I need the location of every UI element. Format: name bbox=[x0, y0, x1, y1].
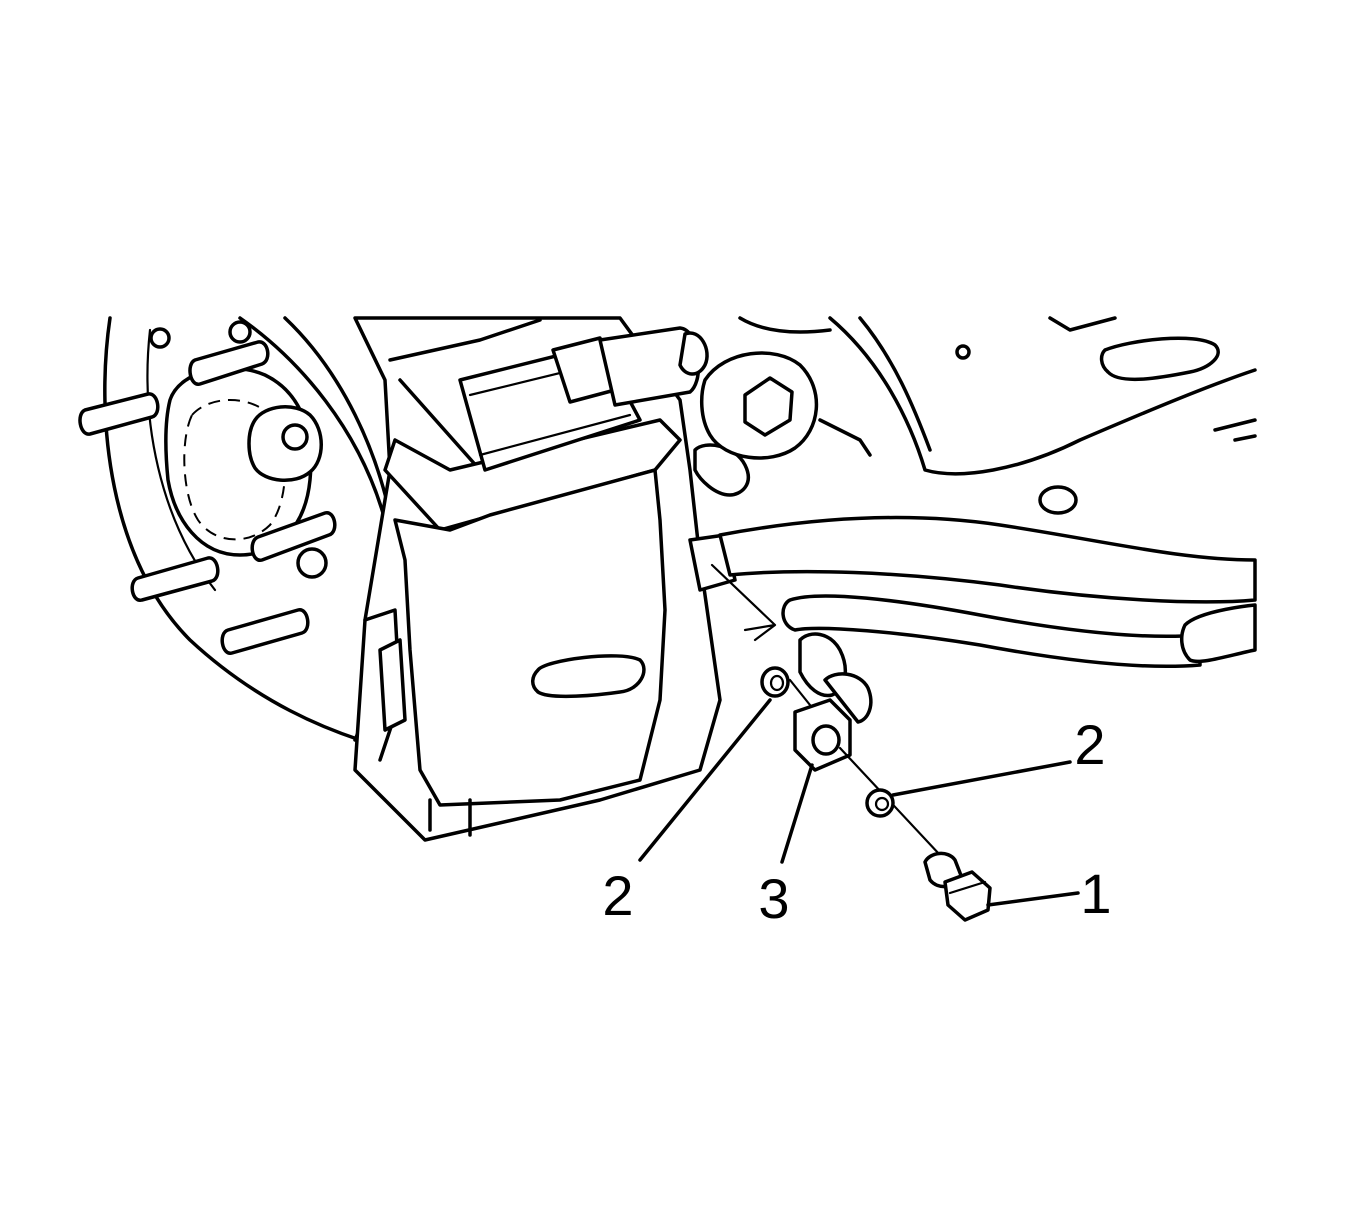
brake-hose bbox=[718, 515, 1257, 724]
exploded-parts bbox=[710, 563, 992, 922]
leader-line-1 bbox=[986, 891, 1080, 907]
callout-2-inner-label: 2 bbox=[602, 864, 633, 927]
leader-lines bbox=[638, 698, 1080, 907]
leader-line-2-outer bbox=[891, 760, 1072, 797]
washer-outer-part bbox=[865, 788, 895, 818]
wheel-hub-rotor bbox=[78, 316, 397, 742]
callout-1-label: 1 bbox=[1080, 862, 1111, 925]
leader-line-2-inner bbox=[638, 698, 772, 862]
leader-line-3 bbox=[780, 763, 814, 864]
steering-knuckle bbox=[699, 316, 1257, 515]
bolt-part bbox=[943, 870, 992, 922]
callout-3-label: 3 bbox=[758, 867, 789, 930]
brake-caliper bbox=[353, 316, 751, 842]
callout-2-outer-label: 2 bbox=[1074, 713, 1105, 776]
washer-inner-part bbox=[760, 666, 790, 698]
